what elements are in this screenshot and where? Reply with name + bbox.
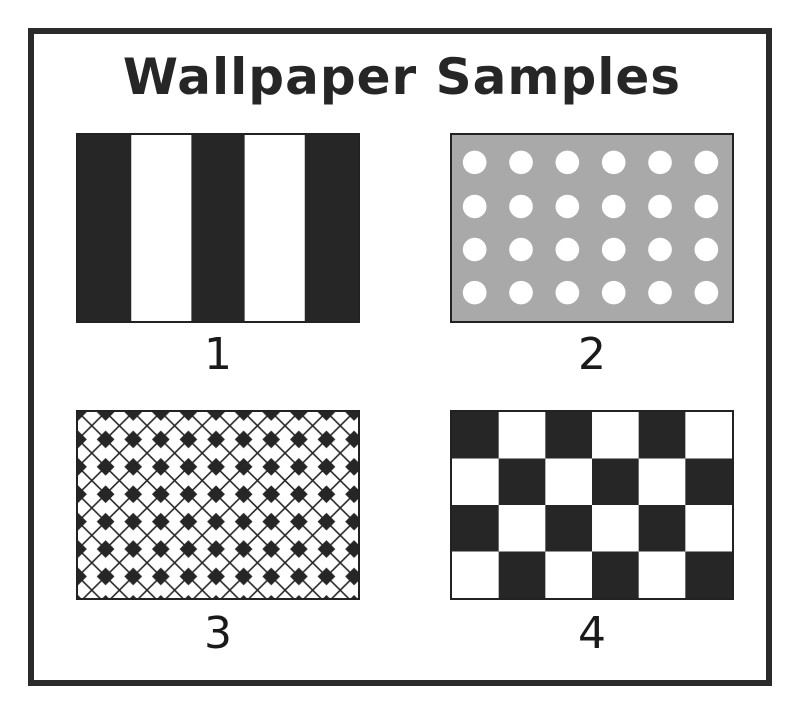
wallpaper-sample-4 <box>450 410 734 600</box>
wallpaper-sample-2 <box>450 133 734 323</box>
sample-label-1: 1 <box>204 329 232 380</box>
checkerboard-pattern <box>452 412 732 598</box>
page-title: Wallpaper Samples <box>122 48 682 106</box>
sample-label-3: 3 <box>204 608 232 659</box>
sample-label-4: 4 <box>578 608 606 659</box>
wallpaper-sample-1 <box>76 133 360 323</box>
diamond-lattice-pattern <box>78 412 358 598</box>
sample-label-2: 2 <box>578 329 606 380</box>
wallpaper-sample-3 <box>76 410 360 600</box>
stripes-pattern <box>78 135 358 321</box>
polka-dot-pattern <box>452 135 732 321</box>
